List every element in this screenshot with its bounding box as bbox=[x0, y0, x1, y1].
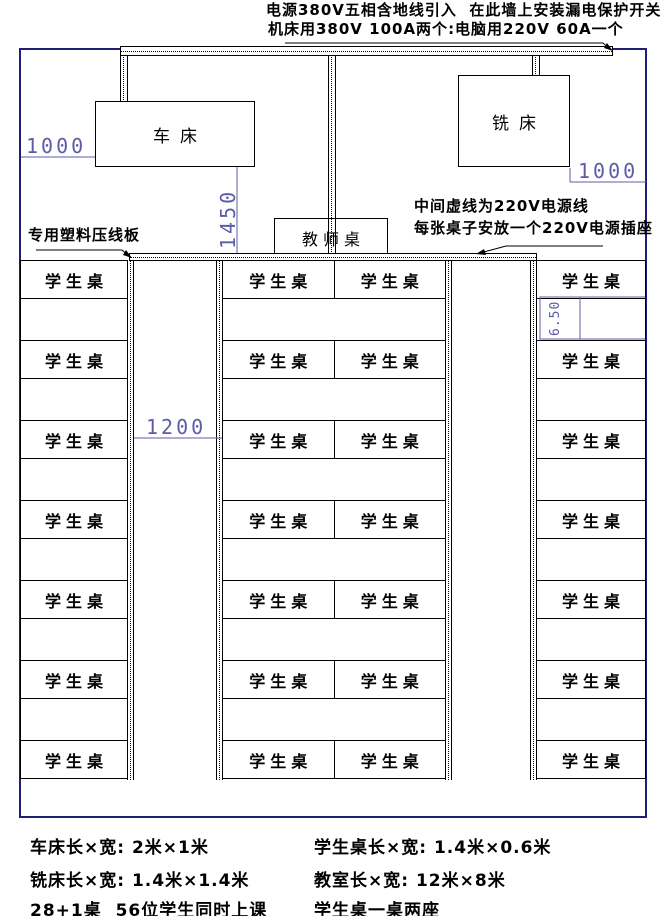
dim-650-vertical: 6.50 bbox=[548, 300, 563, 336]
student-desk: 学生桌 bbox=[20, 660, 128, 699]
desk-row: 学生桌 学生桌 bbox=[222, 420, 446, 459]
student-desk: 学生桌 bbox=[536, 340, 646, 379]
desk-column-left: 学生桌 学生桌 学生桌 学生桌 学生桌 学生桌 学生桌 bbox=[20, 260, 128, 779]
seating-gap bbox=[536, 538, 646, 581]
student-desk: 学生桌 bbox=[536, 580, 646, 619]
seating-gap bbox=[222, 538, 446, 581]
teacher-desk-label: 教师桌 bbox=[301, 229, 365, 249]
student-desk: 学生桌 bbox=[333, 340, 446, 379]
seating-gap bbox=[222, 298, 446, 341]
lathe-box: 车床 bbox=[95, 101, 255, 167]
seating-gap bbox=[20, 538, 128, 581]
desk-row: 学生桌 学生桌 bbox=[222, 500, 446, 539]
mid-power-note-line2: 每张桌子安放一个220V电源插座 bbox=[414, 219, 653, 237]
seating-gap bbox=[536, 618, 646, 661]
seating-gap bbox=[222, 458, 446, 501]
desk-row: 学生桌 学生桌 bbox=[222, 260, 446, 299]
power-line-channel-1 bbox=[127, 260, 134, 780]
power-supply-note-line1: 电源380V五相含地线引入 在此墙上安装漏电保护开关 bbox=[266, 1, 662, 19]
legend-room-size: 教室长×宽: 12米×8米 bbox=[314, 871, 506, 891]
desk-row: 学生桌 学生桌 bbox=[222, 740, 446, 779]
student-desk: 学生桌 bbox=[536, 420, 646, 459]
student-desk: 学生桌 bbox=[222, 500, 335, 539]
dim-1000-left: 1000 bbox=[26, 134, 87, 158]
raceway-label: 专用塑料压线板 bbox=[28, 226, 141, 244]
student-desk: 学生桌 bbox=[20, 260, 128, 299]
legend-student-desk-size: 学生桌长×宽: 1.4米×0.6米 bbox=[314, 838, 552, 858]
center-conduit bbox=[328, 55, 336, 254]
student-desk: 学生桌 bbox=[222, 260, 335, 299]
desk-row: 学生桌 学生桌 bbox=[222, 340, 446, 379]
seating-gap bbox=[222, 618, 446, 661]
dim-1000-right: 1000 bbox=[578, 159, 639, 183]
student-desk: 学生桌 bbox=[333, 500, 446, 539]
desk-column-right: 学生桌 学生桌 学生桌 学生桌 学生桌 学生桌 学生桌 bbox=[536, 260, 646, 779]
power-line-channel-3 bbox=[445, 260, 452, 780]
seating-gap bbox=[20, 698, 128, 741]
student-desk: 学生桌 bbox=[536, 260, 646, 299]
seating-gap bbox=[536, 378, 646, 421]
desk-row: 学生桌 学生桌 bbox=[222, 660, 446, 699]
student-desk: 学生桌 bbox=[20, 740, 128, 779]
dim-1450-vertical: 1450 bbox=[216, 188, 240, 249]
student-desk: 学生桌 bbox=[222, 580, 335, 619]
lathe-conduit bbox=[120, 55, 128, 102]
seating-gap bbox=[20, 618, 128, 661]
student-desk: 学生桌 bbox=[222, 340, 335, 379]
student-desk: 学生桌 bbox=[536, 500, 646, 539]
desk-row: 学生桌 学生桌 bbox=[222, 580, 446, 619]
seating-gap bbox=[20, 458, 128, 501]
lathe-label: 车床 bbox=[153, 126, 207, 147]
dim-1200-aisle: 1200 bbox=[146, 415, 207, 439]
mill-box: 铣床 bbox=[458, 75, 570, 167]
power-supply-note-line2: 机床用380V 100A两个:电脑用220V 60A一个 bbox=[268, 20, 624, 38]
seating-gap bbox=[222, 698, 446, 741]
student-desk: 学生桌 bbox=[333, 660, 446, 699]
desk-column-middle: 学生桌 学生桌 学生桌 学生桌 学生桌 学生桌 学生桌 学生桌 学生桌 学生桌 … bbox=[222, 260, 446, 779]
student-desk: 学生桌 bbox=[333, 740, 446, 779]
mid-power-note-line1: 中间虚线为220V电源线 bbox=[414, 197, 589, 215]
student-desk: 学生桌 bbox=[20, 580, 128, 619]
legend-seats-per-desk: 学生桌一桌两座 bbox=[314, 901, 440, 916]
student-desk: 学生桌 bbox=[333, 580, 446, 619]
student-desk: 学生桌 bbox=[20, 420, 128, 459]
legend-desk-count: 28+1桌 56位学生同时上课 bbox=[30, 901, 268, 916]
student-desk: 学生桌 bbox=[536, 740, 646, 779]
student-desk: 学生桌 bbox=[536, 660, 646, 699]
seating-gap bbox=[20, 298, 128, 341]
seating-gap bbox=[536, 458, 646, 501]
seating-gap bbox=[222, 378, 446, 421]
legend-lathe-size: 车床长×宽: 2米×1米 bbox=[30, 838, 209, 858]
seating-gap bbox=[536, 698, 646, 741]
student-desk: 学生桌 bbox=[222, 660, 335, 699]
student-desk: 学生桌 bbox=[333, 420, 446, 459]
student-desk: 学生桌 bbox=[333, 260, 446, 299]
mill-conduit bbox=[532, 55, 540, 76]
student-desk: 学生桌 bbox=[20, 500, 128, 539]
student-desk: 学生桌 bbox=[20, 340, 128, 379]
student-desk: 学生桌 bbox=[222, 420, 335, 459]
student-desk: 学生桌 bbox=[222, 740, 335, 779]
seating-gap bbox=[20, 378, 128, 421]
legend-mill-size: 铣床长×宽: 1.4米×1.4米 bbox=[30, 871, 250, 891]
mill-label: 铣床 bbox=[492, 113, 546, 134]
